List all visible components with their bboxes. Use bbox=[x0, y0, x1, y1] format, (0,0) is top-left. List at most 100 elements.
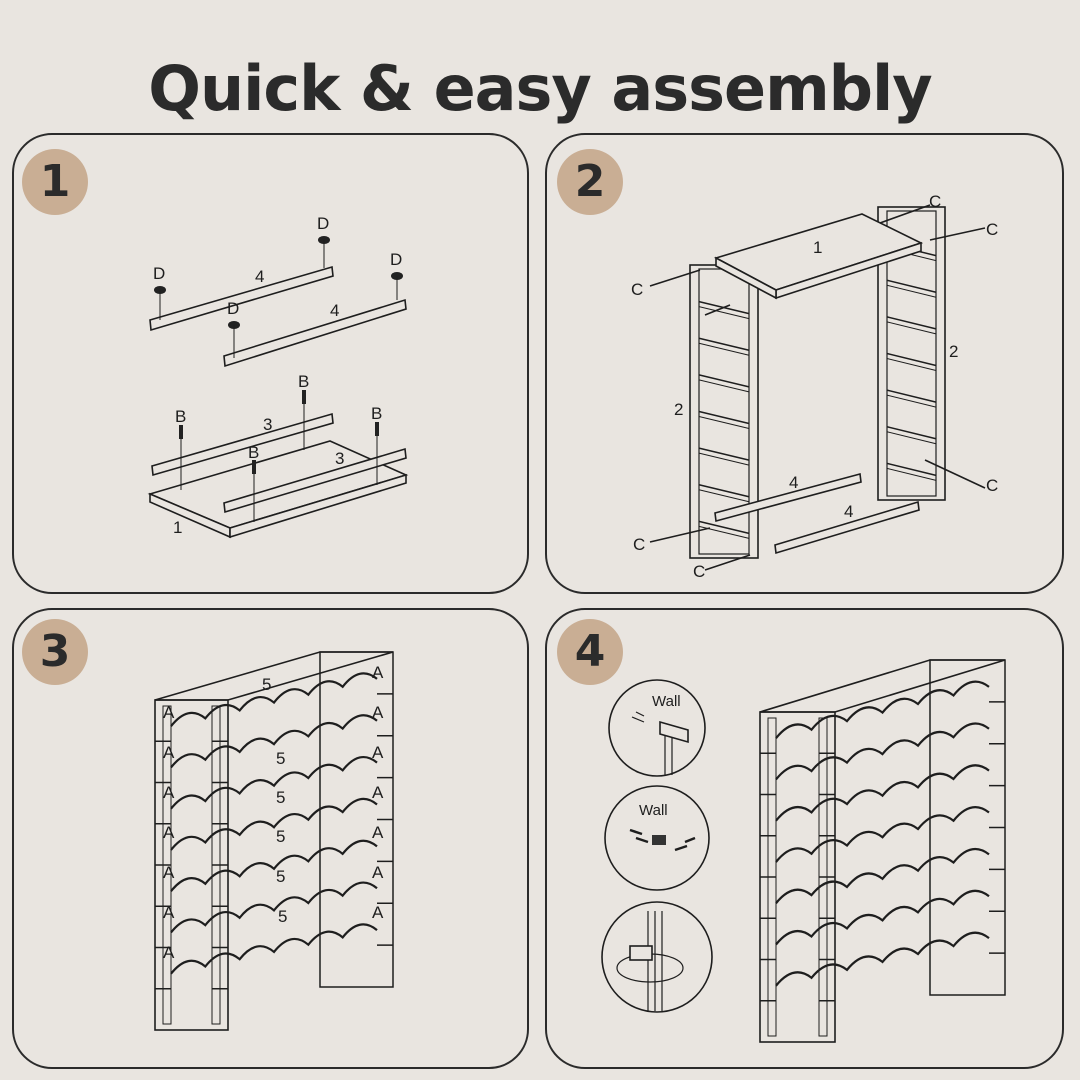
wine-holder-5 bbox=[170, 672, 378, 727]
label-side-3: 3 bbox=[335, 449, 344, 468]
label-a: A bbox=[163, 863, 175, 882]
label-c: C bbox=[986, 220, 998, 239]
wine-holder-5 bbox=[170, 755, 378, 810]
label-holder-5: 5 bbox=[276, 788, 285, 807]
wine-holder-5 bbox=[775, 680, 990, 739]
bracket-icon bbox=[659, 720, 689, 744]
ladder-rung bbox=[698, 374, 750, 388]
label-a: A bbox=[372, 863, 384, 882]
label-frame-2: 2 bbox=[949, 342, 958, 361]
label-holder-5: 5 bbox=[278, 907, 287, 926]
label-a: A bbox=[163, 943, 175, 962]
screw-c-icon bbox=[704, 304, 731, 316]
label-a: A bbox=[372, 783, 384, 802]
rail-4-a bbox=[714, 472, 862, 523]
wine-holder-5 bbox=[170, 881, 378, 934]
label-b: B bbox=[298, 372, 309, 391]
ladder-rung bbox=[886, 462, 937, 477]
step-4-panel bbox=[545, 608, 1064, 1069]
label-wall: Wall bbox=[639, 802, 668, 819]
label-holder-5: 5 bbox=[276, 749, 285, 768]
label-a: A bbox=[372, 823, 384, 842]
ladder-rung bbox=[698, 416, 750, 429]
label-holder-5: 5 bbox=[276, 867, 285, 886]
label-a: A bbox=[372, 663, 384, 682]
wine-holder-5 bbox=[775, 722, 990, 781]
bolt-b-icon bbox=[302, 390, 306, 404]
wine-holder-5 bbox=[170, 714, 378, 769]
anchor-icon bbox=[631, 711, 645, 723]
wine-holder-5 bbox=[775, 847, 990, 904]
wine-holder-5 bbox=[775, 806, 990, 863]
step-3-panel bbox=[12, 608, 529, 1069]
ladder-rung bbox=[886, 389, 937, 403]
step-2-illustration: C C C C C C 1 2 2 4 4 bbox=[631, 192, 998, 581]
label-d: D bbox=[317, 214, 329, 233]
label-a: A bbox=[372, 903, 384, 922]
rail-4-b bbox=[223, 298, 407, 368]
label-board-1: 1 bbox=[813, 238, 822, 257]
label-side-3: 3 bbox=[263, 415, 272, 434]
ladder-rung bbox=[886, 394, 937, 408]
page-title: Quick & easy assembly bbox=[148, 52, 932, 125]
rail-3-b bbox=[223, 447, 407, 514]
label-a: A bbox=[163, 903, 175, 922]
ladder-rung bbox=[886, 358, 937, 371]
ladder-rung bbox=[698, 337, 750, 351]
top-board-edge bbox=[715, 256, 777, 300]
label-c: C bbox=[633, 535, 645, 554]
ladder-rung bbox=[698, 489, 750, 503]
ladder-rung bbox=[886, 321, 937, 335]
step-4-illustration: Wall Wall bbox=[601, 659, 1006, 1043]
label-c: C bbox=[986, 476, 998, 495]
ladder-rung bbox=[698, 520, 750, 535]
screw-c-icon bbox=[649, 269, 701, 287]
step-4-badge: 4 bbox=[557, 619, 623, 685]
label-d: D bbox=[390, 250, 402, 269]
ladder-rung bbox=[886, 352, 937, 367]
label-wall: Wall bbox=[652, 693, 681, 710]
strap-plate-icon bbox=[629, 945, 653, 961]
rail-4-b bbox=[774, 500, 920, 555]
label-b: B bbox=[175, 407, 186, 426]
screw-c-icon bbox=[879, 204, 931, 224]
ladder-rung bbox=[698, 447, 750, 461]
step-2-badge: 2 bbox=[557, 149, 623, 215]
label-rail-4: 4 bbox=[844, 502, 853, 521]
step-1-panel bbox=[12, 133, 529, 594]
label-b: B bbox=[371, 404, 382, 423]
screw-c-icon bbox=[924, 459, 986, 489]
screws-icon bbox=[629, 828, 696, 852]
label-rail-4: 4 bbox=[789, 473, 798, 492]
ladder-rung bbox=[698, 484, 750, 498]
bolt-b-icon bbox=[179, 425, 183, 439]
ladder-rung bbox=[886, 279, 937, 293]
ladder-rung bbox=[698, 410, 750, 425]
label-a: A bbox=[163, 743, 175, 762]
label-c: C bbox=[631, 280, 643, 299]
ladder-rung bbox=[698, 452, 750, 466]
label-b: B bbox=[248, 443, 259, 462]
wine-holder-5 bbox=[775, 764, 990, 822]
screw-c-icon bbox=[704, 554, 751, 571]
step-3-badge: 3 bbox=[22, 619, 88, 685]
post-detail bbox=[647, 733, 673, 1011]
wine-holder-5 bbox=[170, 839, 378, 892]
step-1-illustration: D D D D 4 4 B B B B 3 3 1 bbox=[147, 214, 409, 539]
screw-c-icon bbox=[929, 227, 986, 241]
label-d: D bbox=[227, 299, 239, 318]
ladder-rung bbox=[886, 431, 937, 445]
bolt-b-icon bbox=[252, 460, 256, 474]
step-2-panel bbox=[545, 133, 1064, 594]
ladder-rung bbox=[698, 306, 750, 320]
detail-circle-wall-anchor bbox=[608, 679, 706, 777]
screw-c-icon bbox=[649, 527, 711, 543]
bolt-b-icon bbox=[375, 422, 379, 436]
rack-top bbox=[154, 651, 394, 701]
label-holder-5: 5 bbox=[262, 675, 271, 694]
ladder-rung bbox=[886, 467, 937, 481]
label-holder-5: 5 bbox=[276, 827, 285, 846]
board-1-edge bbox=[229, 473, 407, 539]
label-d: D bbox=[153, 264, 165, 283]
